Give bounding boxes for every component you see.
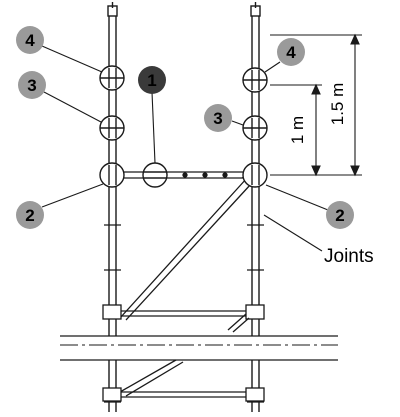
joints-label: Joints: [324, 246, 374, 267]
callout-badge: 4: [277, 38, 305, 66]
lower-ledger: [102, 304, 265, 333]
callout-badge: 3: [18, 71, 46, 99]
svg-text:3: 3: [27, 76, 36, 95]
joint-circle-center-1: [142, 162, 168, 188]
svg-text:3: 3: [213, 109, 222, 128]
svg-text:2: 2: [335, 206, 344, 225]
callout-badge: 1: [138, 66, 166, 94]
joint-circle-left-2: [99, 162, 125, 188]
dimension-label-1-5m: 1.5 m: [328, 83, 347, 126]
dimension-lines: [270, 33, 362, 177]
joint-circle-right-2: [242, 162, 268, 188]
callout-badge: 4: [16, 26, 44, 54]
svg-text:1: 1: [147, 71, 156, 90]
callout-badge: 3: [204, 104, 232, 132]
leader-lines: [41, 45, 329, 252]
joint-circle-right-4: [242, 67, 268, 93]
lower-brace: [102, 359, 265, 402]
joint-circles: [99, 65, 268, 188]
callout-badge: 2: [16, 201, 44, 229]
diagonal-brace: [119, 171, 253, 321]
top-ledger: [103, 167, 265, 183]
callout-badge: 2: [326, 201, 354, 229]
floor-slab: [60, 335, 338, 361]
svg-text:4: 4: [25, 31, 35, 50]
joint-circle-left-3: [99, 115, 125, 141]
dimension-label-1m: 1 m: [288, 116, 307, 144]
joint-circle-left-4: [99, 65, 125, 91]
svg-text:2: 2: [25, 206, 34, 225]
joint-circle-right-3: [242, 115, 268, 141]
svg-text:4: 4: [286, 43, 296, 62]
